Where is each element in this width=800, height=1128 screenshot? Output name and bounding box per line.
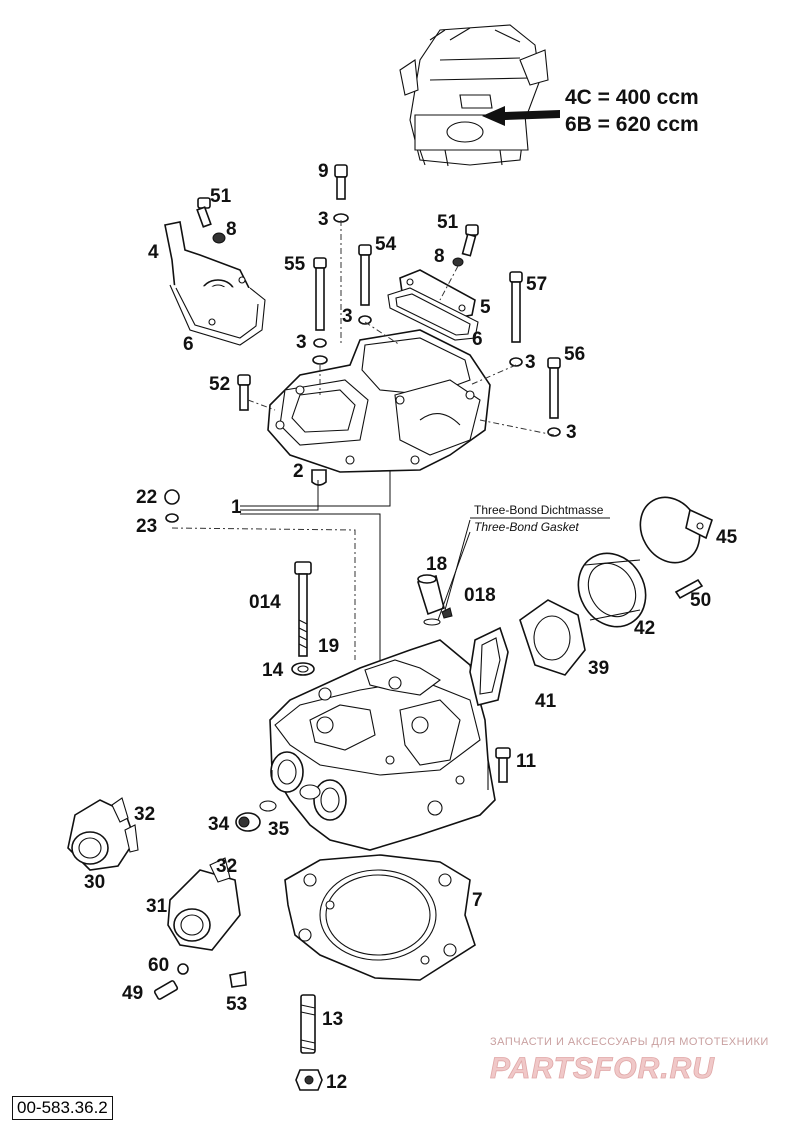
callout-018: 018	[464, 585, 496, 606]
callout-6: 6	[472, 329, 483, 350]
callout-42: 42	[634, 618, 655, 639]
callout-8: 8	[434, 246, 445, 267]
callout-55: 55	[284, 254, 306, 275]
callout-2: 2	[293, 461, 304, 482]
callout-60: 60	[148, 955, 169, 976]
callout-57: 57	[526, 274, 547, 295]
leader-1	[240, 470, 391, 680]
callout-6: 6	[183, 334, 194, 355]
callout-3: 3	[318, 209, 329, 230]
callout-7: 7	[472, 890, 483, 911]
callout-12: 12	[326, 1072, 347, 1093]
callout-35: 35	[268, 819, 290, 840]
engine-spec-620: 6B = 620 ccm	[565, 113, 699, 136]
watermark-logo: PARTSFOR.RU	[490, 1052, 715, 1085]
cylinder-head	[269, 639, 496, 851]
bolt-11	[495, 747, 511, 783]
bolts-upper	[164, 164, 561, 523]
plug-34	[235, 800, 277, 832]
callout-31: 31	[146, 896, 168, 917]
callout-39: 39	[588, 658, 609, 679]
callout-32: 32	[134, 804, 155, 825]
callout-14: 14	[262, 660, 284, 681]
callout-53: 53	[226, 994, 247, 1015]
exhaust-flange-30	[67, 797, 139, 871]
callout-41: 41	[535, 691, 557, 712]
callout-4: 4	[148, 242, 159, 263]
head-gasket	[284, 854, 476, 981]
small-parts-bottom-left	[153, 963, 247, 1000]
callout-51: 51	[437, 212, 459, 233]
callout-5: 5	[480, 297, 491, 318]
callout-1: 1	[231, 497, 242, 518]
engine-spec-400: 4C = 400 ccm	[565, 86, 699, 109]
valve-cover	[267, 329, 491, 473]
callout-49: 49	[122, 983, 143, 1004]
callout-54: 54	[375, 234, 397, 255]
long-stud	[291, 561, 315, 676]
callout-3: 3	[566, 422, 577, 443]
watermark-tagline: ЗАПЧАСТИ И АКСЕССУАРЫ ДЛЯ МОТОТЕХНИКИ	[490, 1036, 769, 1048]
valve-guide	[417, 574, 453, 626]
reference-number: 00-583.36.2	[12, 1096, 113, 1120]
callout-52: 52	[209, 374, 230, 395]
callout-19: 19	[318, 636, 339, 657]
callout-45: 45	[716, 527, 738, 548]
callout-3: 3	[342, 306, 353, 327]
callout-3: 3	[296, 332, 307, 353]
callout-11: 11	[516, 751, 537, 772]
callout-30: 30	[84, 872, 105, 893]
alignment-lines	[171, 220, 555, 660]
callout-32: 32	[216, 856, 237, 877]
callout-9: 9	[318, 161, 329, 182]
callout-014: 014	[249, 592, 281, 613]
callout-34: 34	[208, 814, 230, 835]
exhaust-flange-31	[167, 857, 241, 951]
cover-plate	[387, 269, 479, 341]
callout-22: 22	[136, 487, 157, 508]
thermostat-housing	[164, 221, 266, 346]
engine-thumbnail	[399, 24, 549, 167]
callout-18: 18	[426, 554, 447, 575]
callout-56: 56	[564, 344, 585, 365]
note-line-de: Three-Bond Dichtmasse	[474, 503, 604, 517]
callout-23: 23	[136, 516, 157, 537]
short-stud	[295, 994, 323, 1091]
note-line-en: Three-Bond Gasket	[474, 520, 579, 534]
arrow-indicator	[482, 106, 560, 126]
callout-labels: 9 51 8 3 51 54 4 8 55 57 5 3 6 6 3 56 3 …	[84, 161, 738, 1093]
callout-13: 13	[322, 1009, 343, 1030]
callout-8: 8	[226, 219, 237, 240]
leader-lines	[437, 519, 471, 621]
callout-51: 51	[210, 186, 232, 207]
intake-assembly	[469, 496, 713, 706]
callout-50: 50	[690, 590, 711, 611]
callout-3: 3	[525, 352, 536, 373]
